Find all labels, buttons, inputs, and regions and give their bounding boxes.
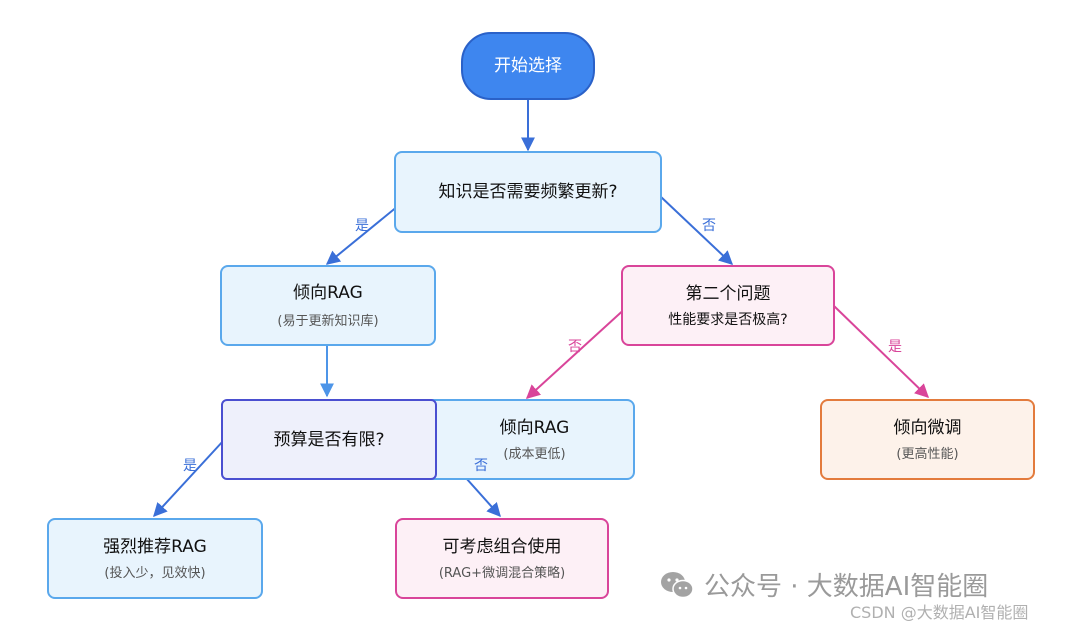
node-lean-rag-cost-sub: (成本更低) — [503, 446, 566, 462]
node-lean-rag-update-sub: (易于更新知识库) — [277, 313, 379, 329]
edge-q1-q2 — [659, 195, 734, 265]
edge-budget-strong — [153, 439, 225, 518]
node-lean-finetune-sub: (更高性能) — [896, 446, 959, 462]
node-consider-combination: 可考虑组合使用 (RAG+微调混合策略) — [395, 518, 609, 599]
question-budget: 预算是否有限? — [221, 399, 437, 480]
edge-label-budget-no: 否 — [474, 458, 488, 474]
watermark-csdn: CSDN @大数据AI智能圈 — [850, 599, 1028, 623]
edge-q2-ft — [833, 305, 930, 398]
watermark-wechat: 公众号 · 大数据AI智能圈 — [660, 566, 988, 603]
question-performance: 第二个问题 性能要求是否极高? — [621, 265, 835, 346]
edge-q2-rag2 — [525, 305, 629, 399]
node-consider-combination-sub: (RAG+微调混合策略) — [438, 565, 566, 581]
node-strongly-recommend-rag-title: 强烈推荐RAG — [103, 536, 207, 557]
wechat-icon — [660, 571, 694, 599]
start-node-label: 开始选择 — [494, 56, 562, 76]
edge-label-q2-no: 否 — [568, 339, 582, 355]
node-consider-combination-title: 可考虑组合使用 — [442, 536, 562, 557]
node-lean-rag-update: 倾向RAG (易于更新知识库) — [220, 265, 436, 346]
node-lean-finetune: 倾向微调 (更高性能) — [820, 399, 1035, 480]
question-knowledge-update-label: 知识是否需要频繁更新? — [438, 182, 618, 202]
node-lean-rag-update-title: 倾向RAG — [293, 282, 363, 303]
node-strongly-recommend-rag: 强烈推荐RAG (投入少，见效快) — [47, 518, 263, 599]
edge-label-q1-no: 否 — [702, 218, 716, 234]
watermark-line1: 公众号 · 大数据AI智能圈 — [704, 572, 989, 602]
edge-label-budget-yes: 是 — [183, 458, 197, 474]
edge-label-q2-yes: 是 — [888, 339, 902, 355]
question-performance-title: 第二个问题 — [685, 283, 771, 304]
watermark-line2: CSDN @大数据AI智能圈 — [850, 603, 1029, 622]
node-lean-rag-cost-title: 倾向RAG — [499, 417, 570, 438]
node-lean-finetune-title: 倾向微调 — [893, 417, 962, 438]
node-lean-rag-cost: 倾向RAG (成本更低) — [420, 399, 635, 480]
question-knowledge-update: 知识是否需要频繁更新? — [394, 151, 662, 233]
question-performance-sub: 性能要求是否极高? — [668, 311, 788, 328]
question-budget-label: 预算是否有限? — [273, 429, 385, 450]
edge-label-q1-yes: 是 — [355, 218, 369, 234]
node-strongly-recommend-rag-sub: (投入少，见效快) — [104, 565, 206, 581]
start-node: 开始选择 — [461, 32, 595, 100]
